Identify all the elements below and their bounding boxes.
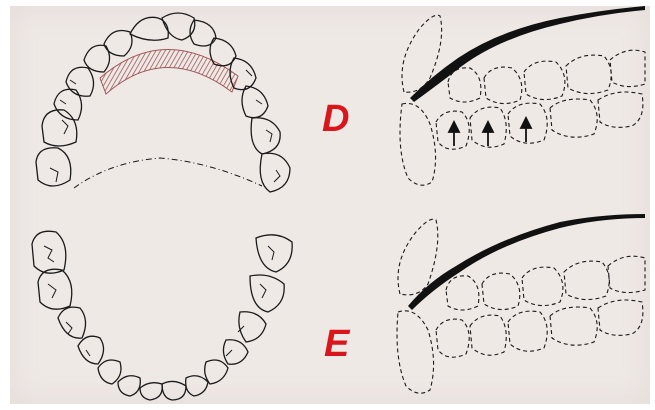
panel-label-d: D (322, 100, 349, 138)
lower-profile-icon (397, 214, 645, 393)
lower-arch-icon (32, 231, 292, 400)
lower-lip-line (408, 214, 645, 310)
panel-label-e: E (324, 325, 349, 363)
palate-outline (74, 158, 262, 188)
upper-lip-line (410, 6, 645, 102)
upper-profile-icon (400, 6, 645, 185)
upper-arch-icon (36, 13, 290, 192)
